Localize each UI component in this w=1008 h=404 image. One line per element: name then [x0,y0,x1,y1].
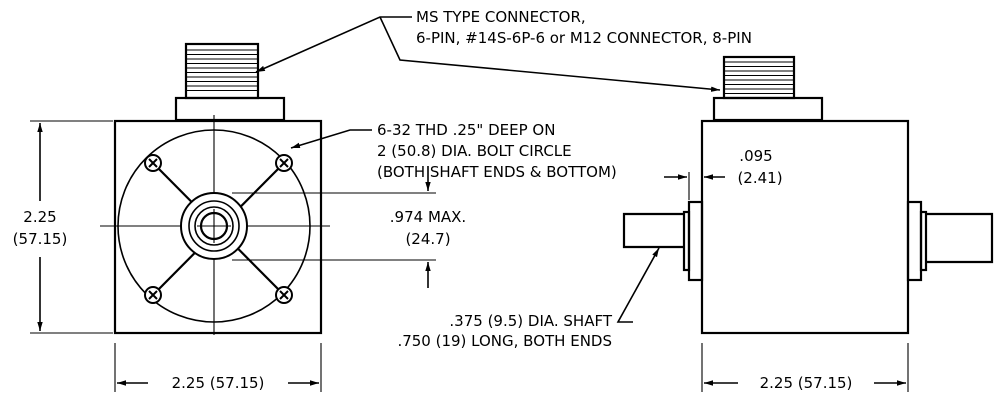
shaft-label-line2: .750 (19) LONG, BOTH ENDS [397,332,612,350]
side-shafts [622,212,994,264]
front-hub [180,192,248,260]
side-view [622,55,994,335]
side-width-label: 2.25 (57.15) [760,374,853,392]
connector-label-line2: 6-PIN, #14S-6P-6 or M12 CONNECTOR, 8-PIN [416,29,752,47]
front-housing [113,119,323,335]
front-width-dimension [114,343,322,392]
bolt-holes [144,154,293,304]
connector-leaders [255,16,721,92]
thread-leader [290,129,372,149]
side-flanges [682,200,928,282]
shaft-label-line1: .375 (9.5) DIA. SHAFT [449,312,612,330]
shaft-leader [616,247,660,323]
connector-label-line1: MS TYPE CONNECTOR, [416,8,586,26]
side-width-dimension [701,343,909,392]
hub-label-mm: (24.7) [405,230,450,248]
front-width-label: 2.25 (57.15) [172,374,265,392]
thread-label-line2: 2 (50.8) DIA. BOLT CIRCLE [377,142,572,160]
flange-dimension [664,172,725,200]
height-label-in: 2.25 [23,208,56,226]
side-housing [700,119,910,335]
hub-dimension [232,166,436,288]
front-view [100,42,330,335]
flange-label-mm: (2.41) [737,169,782,187]
bolt-hole-cross [148,290,158,300]
flange-label-in: .095 [739,147,772,165]
height-label-mm: (57.15) [13,230,68,248]
bolt-hole-cross [279,290,289,300]
thread-label-line3: (BOTH SHAFT ENDS & BOTTOM) [377,163,617,181]
front-connector [174,42,286,122]
bolt-hole-cross [279,158,289,168]
thread-label-line1: 6-32 THD .25" DEEP ON [377,121,555,139]
bolt-hole-cross [148,158,158,168]
height-dimension [30,120,113,334]
hub-label-in: .974 MAX. [390,208,466,226]
side-connector [712,55,824,122]
